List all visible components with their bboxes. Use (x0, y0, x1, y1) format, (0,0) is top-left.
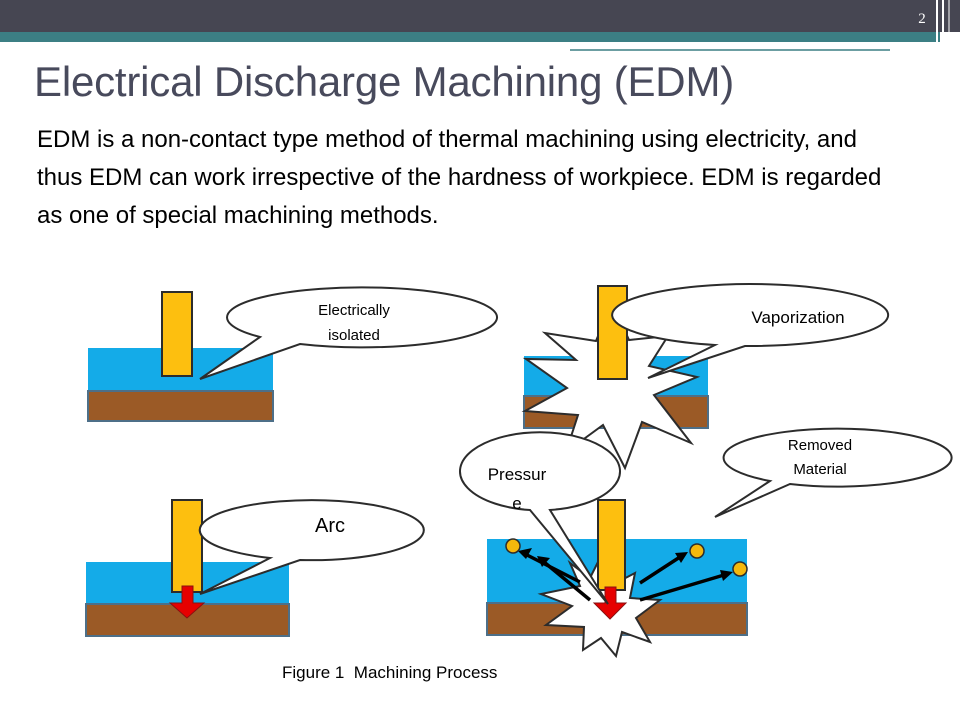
figure-caption: Figure 1 Machining Process (282, 663, 498, 682)
slide-number: 2 (918, 11, 926, 27)
pressure-callout-bubble (459, 431, 621, 605)
panel-vaporization: Vaporization (521, 283, 890, 471)
callout-text: Vaporization (751, 308, 844, 327)
callout-text: Arc (315, 515, 345, 537)
debris-particle (689, 543, 705, 559)
callout-bubble (199, 286, 499, 380)
removed-callout-text-line1: Removed (788, 437, 852, 454)
electrode (597, 499, 626, 591)
header-accent-lines (570, 0, 950, 64)
debris-particle (732, 561, 748, 577)
electrode (597, 285, 628, 380)
spark-explosion (521, 299, 701, 471)
removed-material-callout-bubble (714, 427, 953, 518)
callout-text-line2: isolated (328, 327, 380, 344)
electrode (161, 291, 193, 377)
arrow-heads (518, 548, 733, 581)
callout-bubble (611, 283, 890, 379)
workpiece (87, 390, 274, 422)
pressure-callout-text-line1: Pressur (488, 465, 547, 484)
debris-particle (505, 538, 521, 554)
accent-bar (0, 32, 940, 42)
slide-title: Electrical Discharge Machining (EDM) (34, 58, 735, 105)
callout-bubble (198, 499, 425, 595)
panel-removal: Pressur e Removed Material (459, 427, 953, 659)
panel-arc: Arc (85, 499, 425, 637)
electrode (171, 499, 203, 593)
arrow-right (639, 573, 725, 602)
ejection-arrows (526, 553, 725, 602)
arrow-upper-right (639, 555, 681, 585)
slide-body-text: EDM is a non-contact type method of ther… (37, 126, 882, 229)
debris-particles (505, 538, 748, 577)
arrow-lower-left (542, 560, 592, 602)
panel-isolated: Electrically isolated (87, 286, 499, 422)
callout-text-line1: Electrically (318, 302, 390, 319)
removed-callout-text-line2: Material (793, 461, 846, 478)
pressure-callout-text-line2: e (512, 494, 521, 513)
header-bar (0, 0, 960, 32)
arc-arrow (168, 585, 206, 619)
spark-arrow (592, 586, 628, 620)
